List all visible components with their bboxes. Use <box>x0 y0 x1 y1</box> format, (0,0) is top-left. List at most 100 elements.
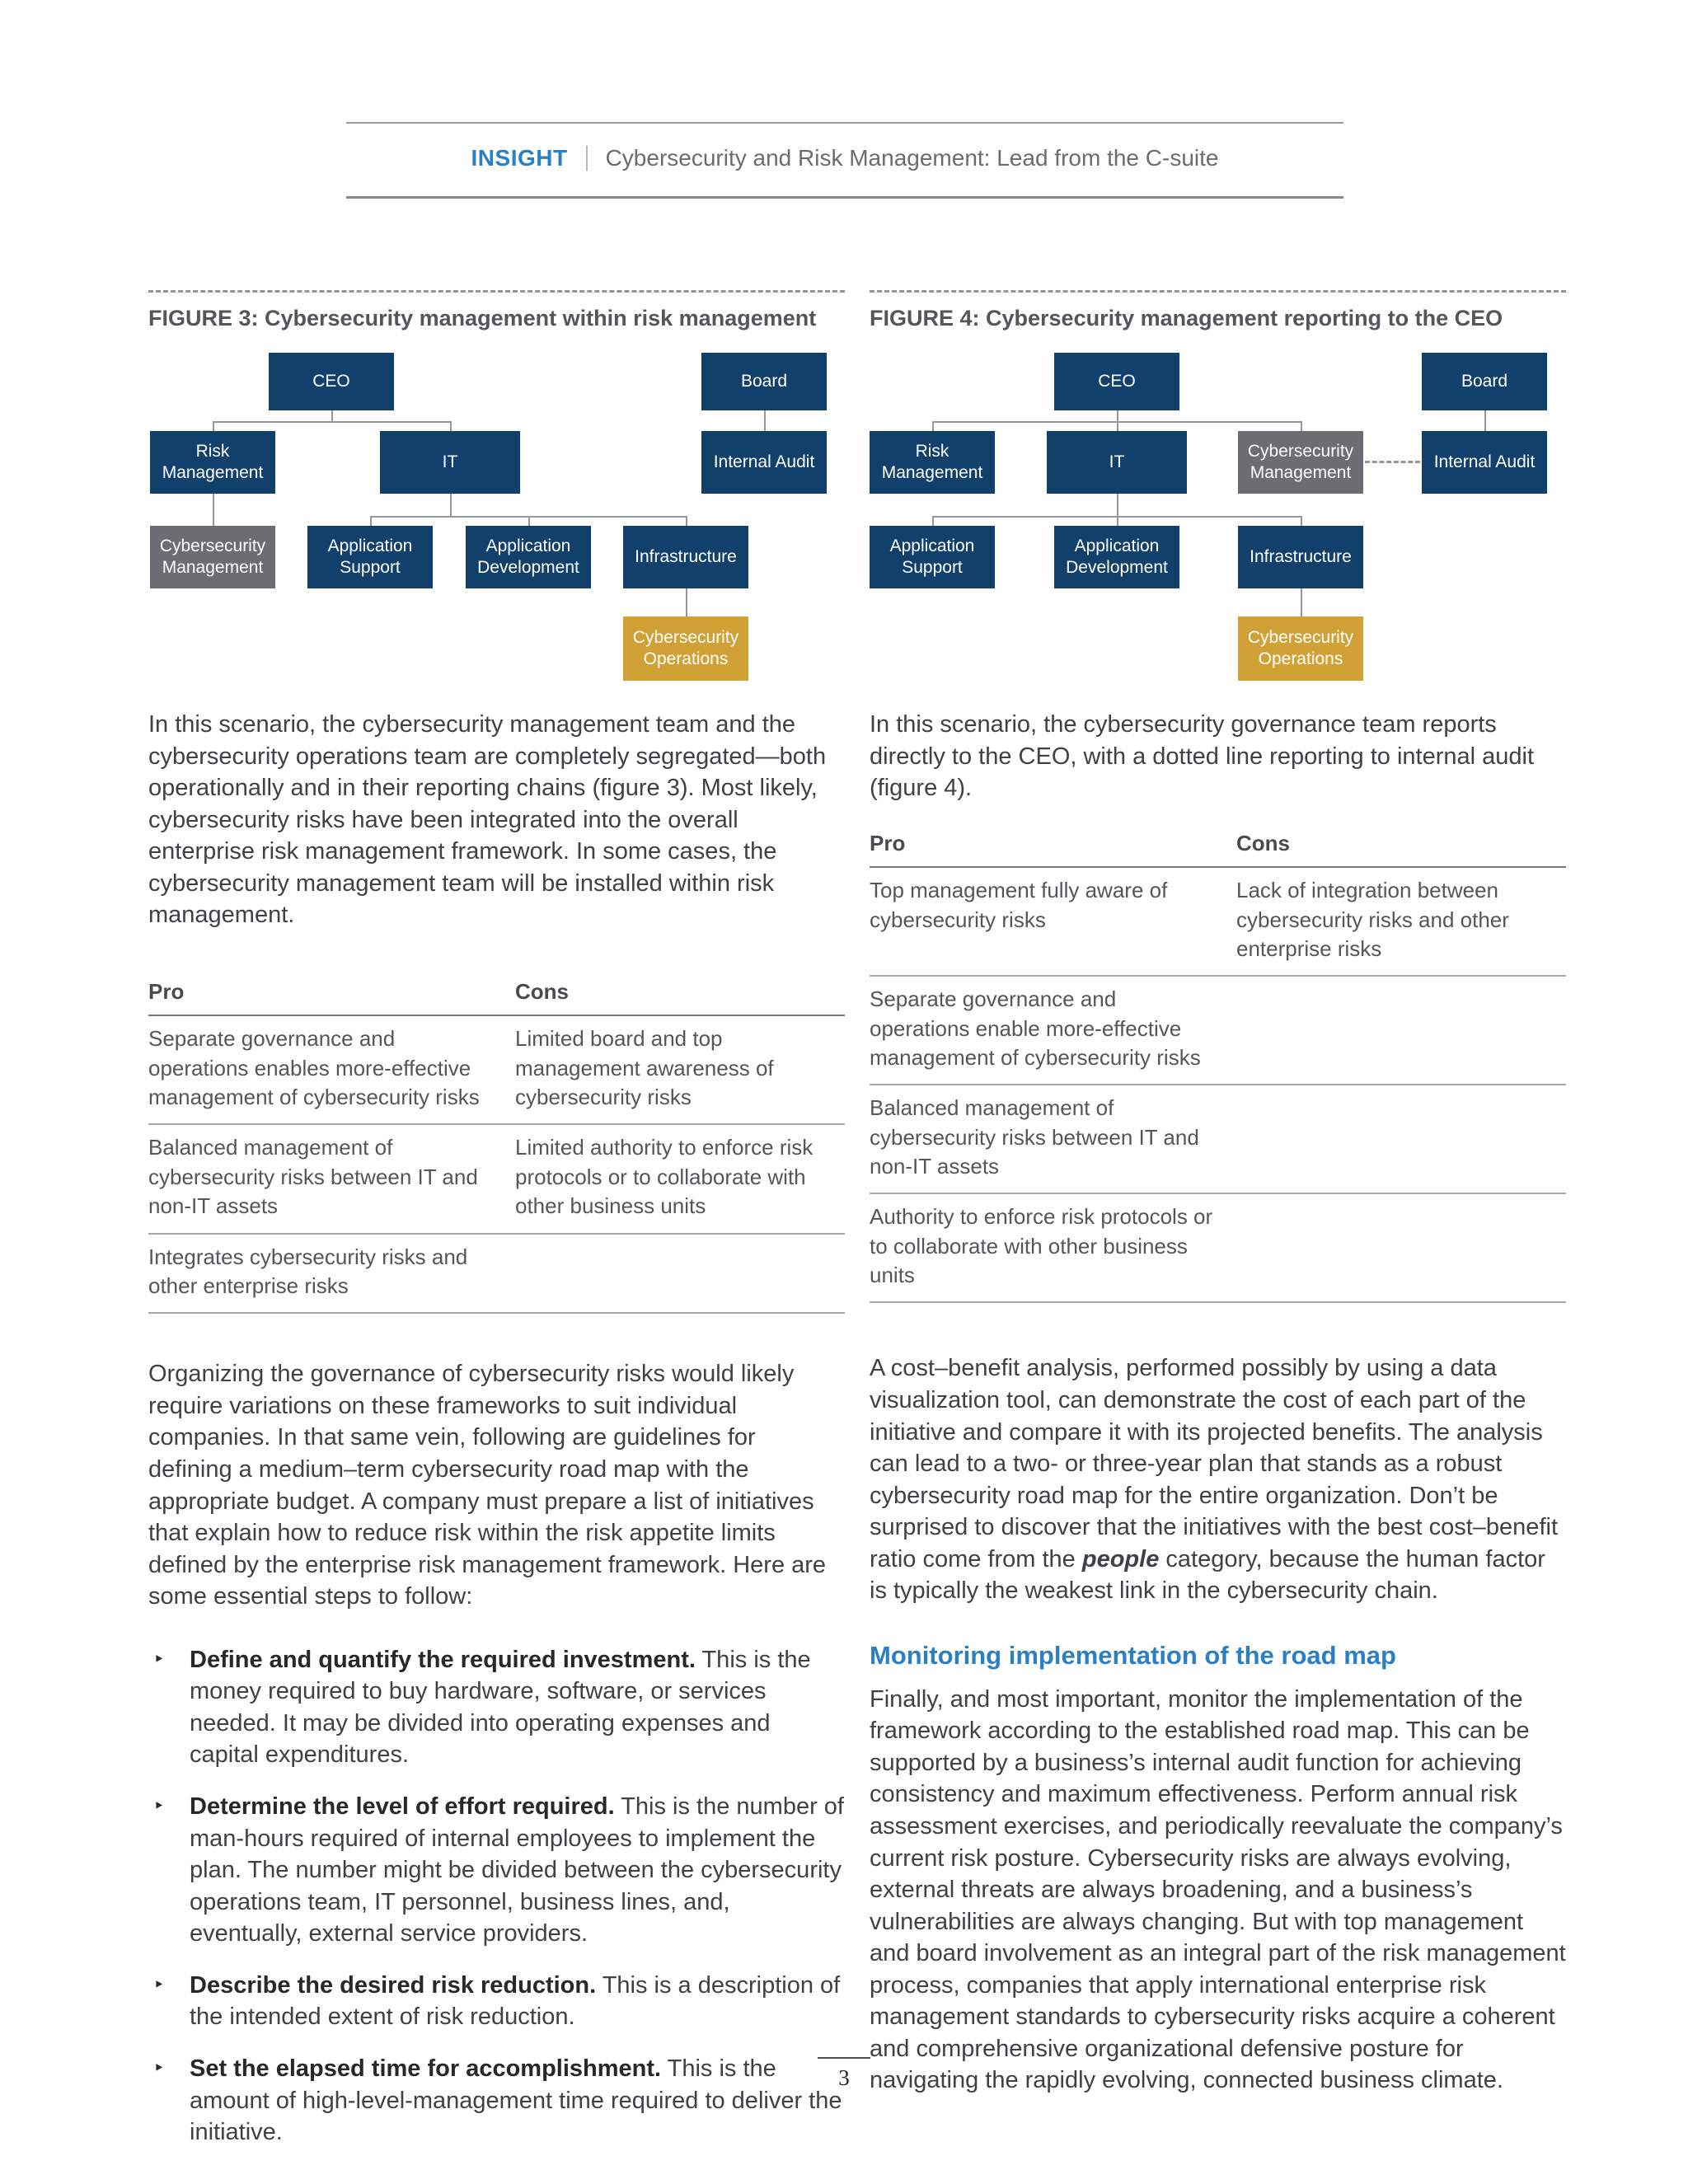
cons-cell <box>1236 985 1566 1072</box>
org-node-application-development: Application Development <box>1054 526 1179 589</box>
figure4-dashed-rule <box>870 290 1566 293</box>
pro-cell: Integrates cybersecurity risks and other… <box>148 1244 468 1298</box>
paragraph-text: A cost–benefit analysis, performed possi… <box>870 1355 1558 1572</box>
left-column: FIGURE 3: Cybersecurity management withi… <box>148 290 845 2168</box>
right-paragraph-2: A cost–benefit analysis, performed possi… <box>870 1352 1566 1607</box>
table-row: Separate governance and operations enabl… <box>870 977 1566 1086</box>
org-node-internal-audit: Internal Audit <box>1422 431 1547 494</box>
figure3-org-chart: CEO Board Risk Management IT Internal Au… <box>148 344 845 684</box>
cons-cell: Limited authority to enforce risk protoc… <box>515 1135 814 1219</box>
footer-rule <box>818 2057 870 2059</box>
list-item: ‣ Describe the desired risk reduction. T… <box>148 1970 845 2033</box>
right-paragraph-1: In this scenario, the cybersecurity gove… <box>870 711 1534 802</box>
steps-bullet-list: ‣ Define and quantify the required inves… <box>148 1644 845 2149</box>
connector <box>1117 516 1118 527</box>
right-paragraph-3: Finally, and most important, monitor the… <box>870 1685 1566 2094</box>
cons-cell <box>1236 1202 1566 1290</box>
list-item: ‣ Set the elapsed time for accomplishmen… <box>148 2053 845 2149</box>
bullet-arrow-icon: ‣ <box>153 1973 165 1995</box>
connector <box>1117 494 1118 517</box>
paragraph-text: category, because the human factor is ty… <box>870 1545 1545 1605</box>
figure4-title: FIGURE 4: Cybersecurity management repor… <box>870 306 1503 330</box>
page-footer: 3 <box>0 2057 1688 2091</box>
org-node-application-development: Application Development <box>466 526 591 589</box>
table-row: Separate governance and operations enabl… <box>148 1016 845 1126</box>
org-node-ceo: CEO <box>269 353 394 411</box>
bullet-body: This is a description of the intended ex… <box>190 1971 841 2031</box>
table-header-row: Pro Cons <box>870 829 1566 869</box>
bullet-lead: Describe the desired risk reduction. <box>190 1971 597 1999</box>
connector <box>213 421 452 424</box>
table-header-row: Pro Cons <box>148 977 845 1017</box>
table-row: Balanced management of cybersecurity ris… <box>870 1085 1566 1195</box>
connector <box>213 421 214 432</box>
connector <box>764 410 766 432</box>
connector <box>528 516 530 527</box>
org-node-it: IT <box>380 431 520 494</box>
pro-cell: Balanced management of cybersecurity ris… <box>148 1135 478 1219</box>
org-node-infrastructure: Infrastructure <box>623 526 748 589</box>
connector <box>686 516 687 527</box>
org-node-cybersecurity-operations: Cybersecurity Operations <box>623 616 748 682</box>
pro-cell: Authority to enforce risk protocols or t… <box>870 1204 1213 1288</box>
left-paragraph-1: In this scenario, the cybersecurity mana… <box>148 711 827 929</box>
bullet-arrow-icon: ‣ <box>153 1647 165 1670</box>
bullet-body: This is the money required to buy hardwa… <box>190 1646 811 1769</box>
connector <box>1301 516 1302 527</box>
org-node-board: Board <box>701 353 827 411</box>
connector <box>450 421 452 432</box>
pro-cell: Top management fully aware of cybersecur… <box>870 878 1168 932</box>
cons-cell: Limited board and top management awarene… <box>515 1026 774 1110</box>
connector <box>686 588 687 617</box>
connector <box>331 410 333 422</box>
org-node-infrastructure: Infrastructure <box>1238 526 1363 589</box>
pro-header: Pro <box>148 979 185 1005</box>
cons-cell <box>1236 1094 1566 1181</box>
table-row: Authority to enforce risk protocols or t… <box>870 1194 1566 1304</box>
header-brand: INSIGHT <box>471 145 568 171</box>
list-item: ‣ Define and quantify the required inves… <box>148 1644 845 1771</box>
org-node-cybersecurity-management: Cybersecurity Management <box>150 526 275 589</box>
section-heading: Monitoring implementation of the road ma… <box>870 1640 1396 1670</box>
pro-cell: Separate governance and operations enabl… <box>870 987 1201 1070</box>
org-node-internal-audit: Internal Audit <box>701 431 827 494</box>
bullet-lead: Determine the level of effort required. <box>190 1793 615 1821</box>
connector <box>450 494 452 517</box>
figure3-title: FIGURE 3: Cybersecurity management withi… <box>148 306 817 330</box>
pro-cell: Balanced management of cybersecurity ris… <box>870 1095 1199 1179</box>
org-node-application-support: Application Support <box>307 526 433 589</box>
bullet-lead: Define and quantify the required investm… <box>190 1646 696 1673</box>
figure3-dashed-rule <box>148 290 845 293</box>
left-pro-cons-table: Pro Cons Separate governance and operati… <box>148 977 845 1315</box>
connector <box>1301 588 1302 617</box>
table-row: Balanced management of cybersecurity ris… <box>148 1125 845 1235</box>
header-divider <box>585 146 588 171</box>
bullet-arrow-icon: ‣ <box>153 2056 165 2079</box>
cons-cell: Lack of integration between cybersecurit… <box>1236 878 1509 961</box>
org-node-cybersecurity-management: Cybersecurity Management <box>1238 431 1363 494</box>
pro-header: Pro <box>870 830 906 855</box>
org-node-application-support: Application Support <box>870 526 995 589</box>
page-header: INSIGHT Cybersecurity and Risk Management… <box>346 122 1343 199</box>
cons-header: Cons <box>1236 830 1290 855</box>
bullet-body: This is the number of man-hours required… <box>190 1793 844 1947</box>
page-number: 3 <box>838 2065 850 2090</box>
org-node-cybersecurity-operations: Cybersecurity Operations <box>1238 616 1363 682</box>
right-column: FIGURE 4: Cybersecurity management repor… <box>870 290 1566 2097</box>
dotted-line-connector <box>1365 461 1420 464</box>
connector <box>213 494 214 527</box>
table-row: Top management fully aware of cybersecur… <box>870 868 1566 977</box>
connector <box>1117 410 1118 422</box>
org-node-risk-management: Risk Management <box>870 431 995 494</box>
cons-header: Cons <box>515 979 569 1005</box>
org-node-risk-management: Risk Management <box>150 431 275 494</box>
cons-cell <box>515 1243 845 1301</box>
bullet-arrow-icon: ‣ <box>153 1795 165 1817</box>
header-title: Cybersecurity and Risk Management: Lead … <box>605 145 1219 171</box>
bullet-lead: Set the elapsed time for accomplishment. <box>190 2055 662 2082</box>
connector <box>1301 421 1302 432</box>
connector <box>1117 421 1118 432</box>
org-node-it: IT <box>1047 431 1187 494</box>
right-pro-cons-table: Pro Cons Top management fully aware of c… <box>870 829 1566 1304</box>
